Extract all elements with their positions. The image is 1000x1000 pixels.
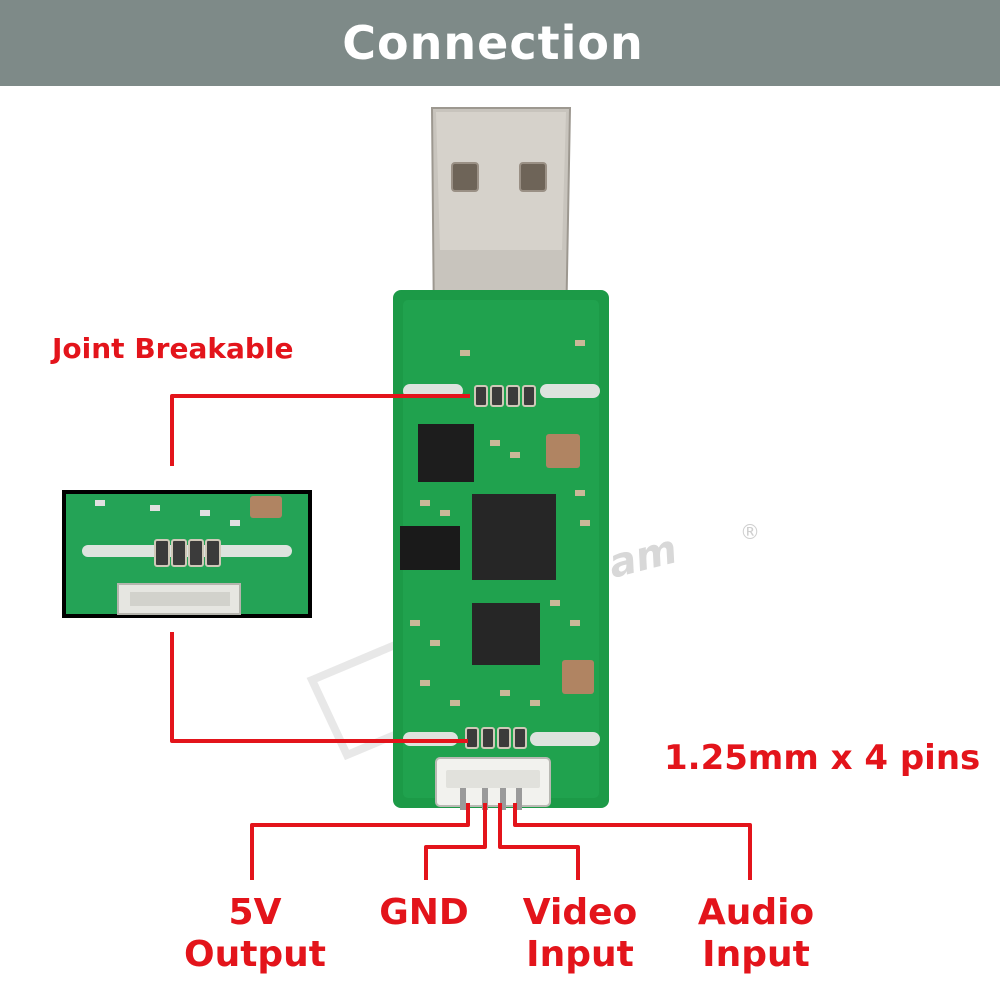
pin-label-line1: 5V <box>228 892 282 933</box>
watermark-registered-mark: ® <box>740 520 760 544</box>
pin-label-gnd: GND <box>354 892 494 934</box>
joint-zoom-inset <box>62 490 312 618</box>
pin-label-line1: Video <box>522 892 638 933</box>
connector-spec-label: 1.25mm x 4 pins <box>664 738 981 778</box>
header-bar: Connection <box>0 0 1000 86</box>
leader-lines <box>170 394 752 880</box>
joint-breakable-label: Joint Breakable <box>52 332 294 365</box>
pin-label-line2: Input <box>702 934 810 975</box>
pin-label-video-input: Video Input <box>500 892 660 976</box>
pin-label-line2: Output <box>183 934 327 975</box>
pcb-board <box>393 290 609 810</box>
pin-label-line1: Audio <box>697 892 815 933</box>
pin-label-audio-input: Audio Input <box>676 892 836 976</box>
pin-label-5v-output: 5V Output <box>170 892 340 976</box>
usb-plug <box>430 107 572 332</box>
pin-label-line2: Input <box>526 934 634 975</box>
pin-label-line1: GND <box>379 892 469 933</box>
page-title: Connection <box>342 16 644 70</box>
